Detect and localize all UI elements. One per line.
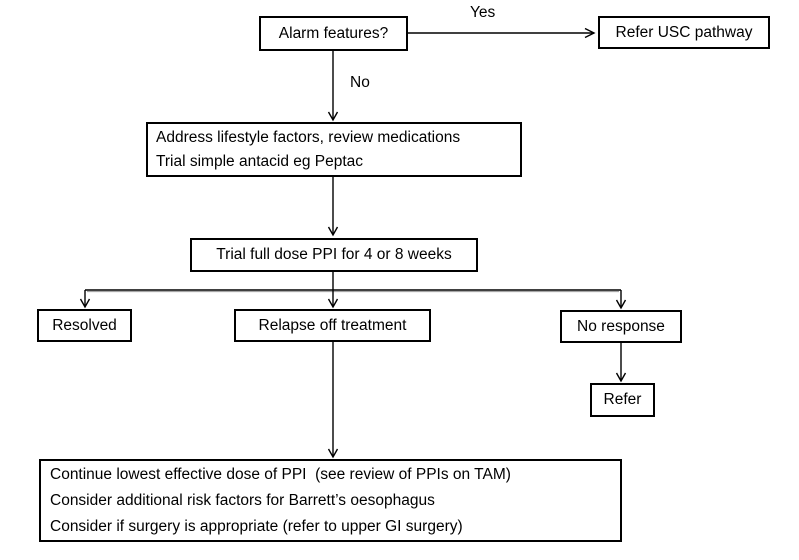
node-relapse-label: Relapse off treatment [258,316,407,334]
arrowhead-resolved [79,298,91,309]
node-refer-label: Refer [603,391,642,409]
arrowhead-ppi [327,226,339,237]
node-resolved-label: Resolved [52,316,117,334]
node-refer-usc-pathway: Refer USC pathway [598,16,770,49]
node-alarm-features-label: Alarm features? [278,24,389,42]
node-lifestyle-antacid: Address lifestyle factors, review medica… [146,122,522,177]
edge-label-yes: Yes [470,4,496,21]
edge-label-no: No [350,74,370,91]
node-continue-line3: Consider if surgery is appropriate (refe… [50,517,463,535]
node-refer-usc-pathway-label: Refer USC pathway [615,23,753,41]
node-refer: Refer [590,383,655,417]
node-lifestyle-line2: Trial simple antacid eg Peptac [156,152,364,170]
node-alarm-features: Alarm features? [259,16,408,51]
arrowhead-lifestyle [327,111,339,122]
node-resolved: Resolved [37,309,132,342]
arrowhead-noresponse [615,299,627,310]
node-ppi-trial-label: Trial full dose PPI for 4 or 8 weeks [216,246,452,264]
arrowhead-refer [615,372,627,383]
arrowhead-relapse [327,298,339,309]
arrowhead-continue [327,448,339,459]
node-continue-line2: Consider additional risk factors for Bar… [50,491,435,509]
node-relapse-off-treatment: Relapse off treatment [234,309,431,342]
node-ppi-trial: Trial full dose PPI for 4 or 8 weeks [190,238,478,272]
node-continue-ppi-advice: Continue lowest effective dose of PPI (s… [39,459,622,542]
node-lifestyle-line1: Address lifestyle factors, review medica… [156,128,461,146]
node-continue-line1: Continue lowest effective dose of PPI (s… [50,465,511,483]
node-no-response: No response [560,310,682,343]
arrowhead-usc [584,27,596,39]
node-no-response-label: No response [577,317,665,335]
